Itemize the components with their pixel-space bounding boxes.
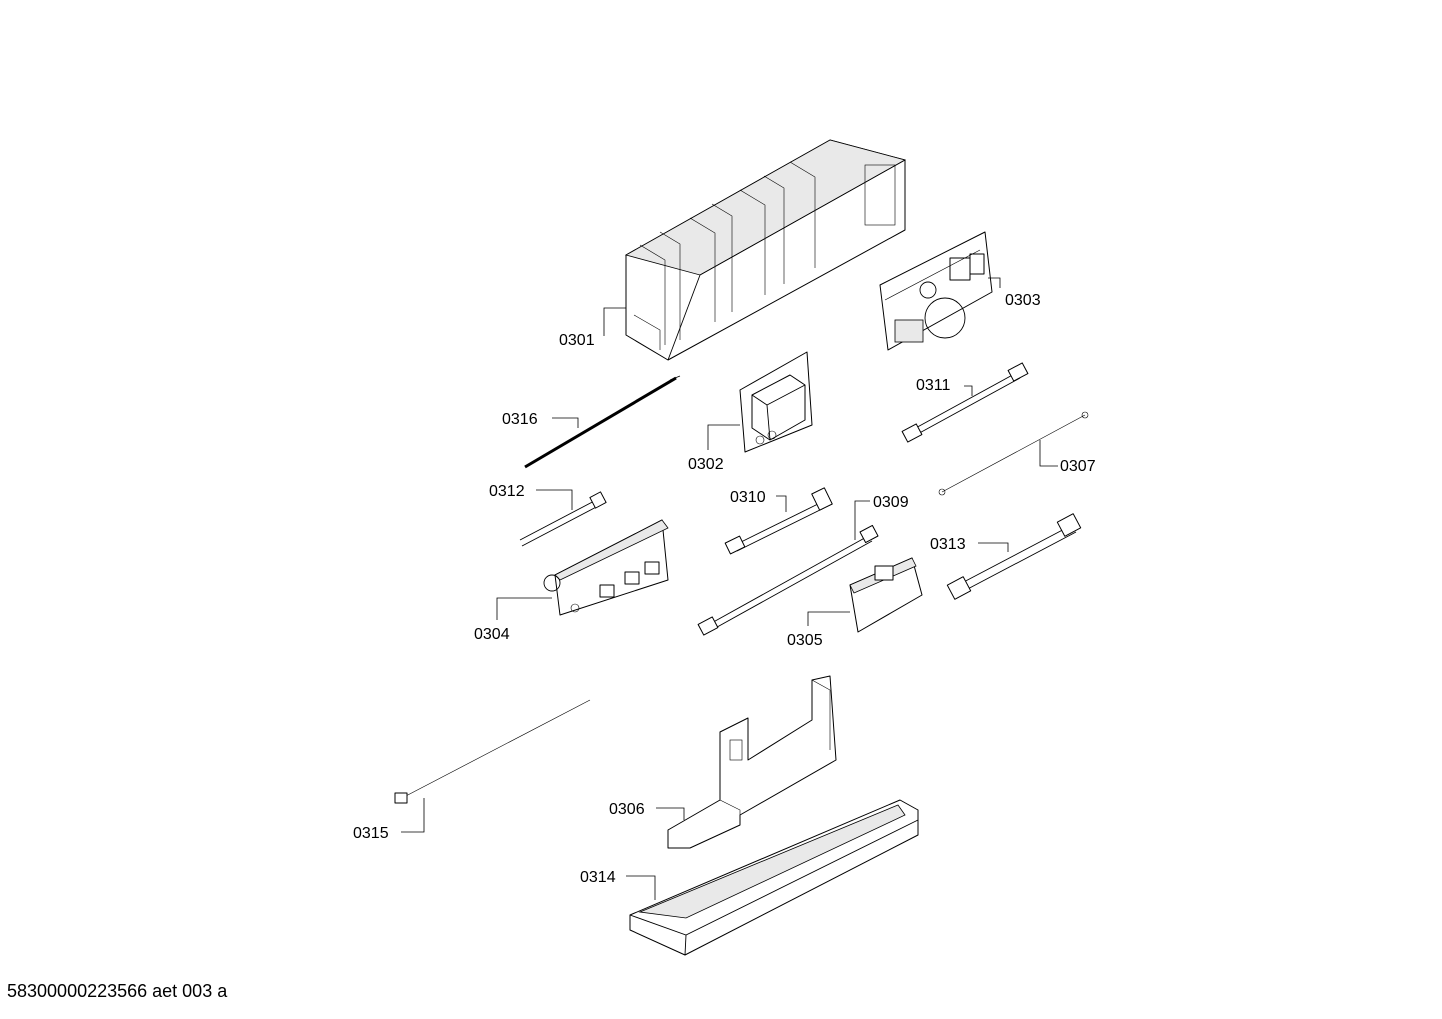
document-id-footer: 58300000223566 aet 003 a — [7, 981, 228, 1001]
label-0311: 0311 — [916, 377, 951, 394]
part-0303-power-board[interactable] — [879, 231, 993, 351]
part-0304-control-board[interactable] — [543, 519, 669, 616]
part-0309-cable[interactable] — [697, 524, 879, 636]
label-0306: 0306 — [609, 801, 645, 818]
part-0316-sensor-rod[interactable] — [524, 375, 681, 469]
part-0302-transformer-board[interactable] — [739, 351, 813, 453]
label-0301: 0301 — [559, 332, 595, 349]
part-0310-cable[interactable] — [724, 487, 833, 555]
label-0312: 0312 — [489, 483, 525, 500]
part-0306-bracket[interactable] — [667, 675, 837, 849]
part-labels: 0301 0303 0311 0316 0302 0307 0312 0310 … — [353, 292, 1096, 886]
label-0309: 0309 — [873, 494, 909, 511]
part-0313-cable[interactable] — [946, 513, 1082, 600]
label-0310: 0310 — [730, 489, 766, 506]
part-0311-cable[interactable] — [901, 362, 1029, 443]
label-0302: 0302 — [688, 456, 724, 473]
part-0312-cable[interactable] — [519, 491, 607, 547]
label-0314: 0314 — [580, 869, 616, 886]
label-0303: 0303 — [1005, 292, 1041, 309]
label-0307: 0307 — [1060, 458, 1096, 475]
label-0316: 0316 — [502, 411, 538, 428]
part-0301-cover[interactable] — [624, 139, 907, 361]
part-0305-small-board[interactable] — [849, 557, 923, 633]
part-0315-wire[interactable] — [394, 699, 591, 804]
leader-lines — [401, 277, 1058, 900]
part-0307-wire[interactable] — [938, 411, 1089, 496]
label-0305: 0305 — [787, 632, 823, 649]
label-0304: 0304 — [474, 626, 510, 643]
part-0314-tray[interactable] — [629, 799, 919, 956]
label-0313: 0313 — [930, 536, 966, 553]
label-0315: 0315 — [353, 825, 389, 842]
